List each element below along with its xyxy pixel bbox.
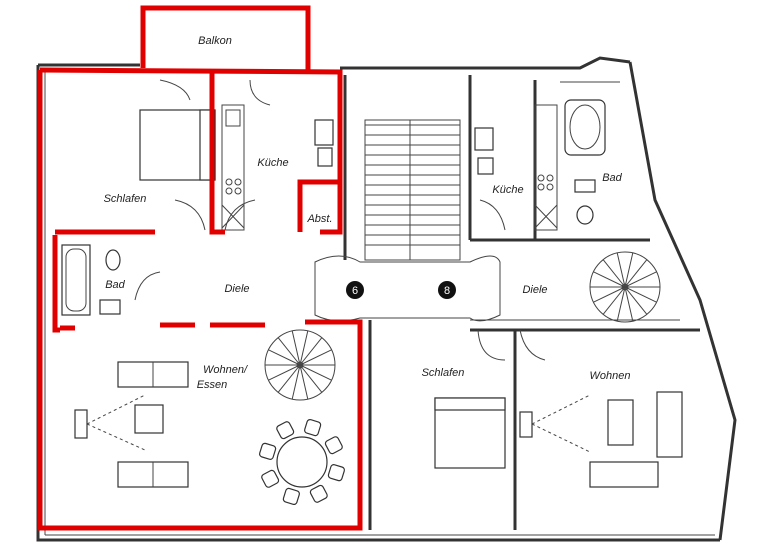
coffee-table-left: [134, 404, 164, 434]
spiral-step: [299, 364, 332, 381]
spiral-stair-right: [589, 251, 661, 323]
bathtub-left: [61, 244, 91, 316]
sofa-right-bottom: [589, 461, 659, 488]
dining-chair: [282, 487, 300, 505]
label-schlafen-left: Schlafen: [104, 193, 147, 205]
spiral-step: [299, 330, 309, 366]
spiral-step: [624, 286, 657, 303]
label-schlafen-right: Schlafen: [422, 367, 465, 379]
spiral-step: [291, 364, 301, 400]
dining-chair: [327, 464, 345, 482]
label-diele-left: Diele: [224, 283, 249, 295]
spiral-step: [624, 259, 648, 288]
spiral-step: [616, 286, 626, 322]
spiral-step: [616, 252, 626, 288]
spiral-step: [299, 364, 323, 393]
sofa-left-bottom: [117, 461, 189, 488]
staircase: [314, 119, 501, 322]
label-bad-left: Bad: [105, 279, 125, 291]
kitchen-counter-left: [221, 104, 245, 231]
marker-6-label: 6: [352, 285, 358, 297]
door-swings: [134, 79, 546, 361]
spiral-step: [299, 364, 309, 400]
spiral-step: [277, 364, 301, 393]
label-balkon: Balkon: [198, 35, 232, 47]
sofa-left-top: [117, 361, 189, 388]
spiral-step: [277, 337, 301, 366]
kitchen-counter-right: [534, 104, 558, 231]
label-bad-right: Bad: [602, 172, 622, 184]
spiral-step: [268, 364, 301, 381]
dining-chair: [324, 436, 343, 455]
label-wohnen-essen-1: Wohnen/: [203, 364, 248, 376]
spiral-step: [602, 259, 626, 288]
spiral-step: [268, 349, 301, 366]
spiral-step: [593, 271, 626, 288]
label-kueche-right: Küche: [492, 184, 523, 196]
spiral-step: [624, 286, 648, 315]
spiral-step: [593, 286, 626, 303]
apartment-highlight: [37, 5, 363, 531]
label-wohnen-right: Wohnen: [590, 370, 631, 382]
label-kueche-left: Küche: [257, 157, 288, 169]
spiral-step: [602, 286, 626, 315]
label-diele-right: Diele: [522, 284, 547, 296]
marker-8-label: 8: [444, 285, 450, 297]
spiral-step: [291, 330, 301, 366]
tv-left: [74, 394, 146, 451]
dining-chair: [261, 469, 280, 488]
sofa-right-side: [656, 391, 683, 458]
dining-chair: [304, 419, 322, 437]
spiral-step: [299, 349, 332, 366]
fridge-right: [474, 127, 494, 175]
toilet-left: [99, 249, 121, 315]
toilet-right: [574, 179, 596, 225]
marker-8: 8: [438, 281, 456, 299]
spiral-step: [624, 271, 657, 288]
tv-right: [519, 394, 591, 453]
fridge-left: [314, 119, 334, 167]
bathtub-right: [564, 99, 606, 156]
spiral-step: [624, 252, 634, 288]
spiral-stair-left: [264, 329, 336, 401]
spiral-step: [299, 337, 323, 366]
dining-chair: [309, 484, 328, 503]
bed-right: [434, 397, 506, 469]
label-abst: Abst.: [306, 213, 332, 225]
spiral-step: [624, 286, 634, 322]
dining-chair: [259, 442, 277, 460]
dining-table: [259, 419, 345, 505]
coffee-table-right: [607, 399, 634, 446]
marker-6: 6: [346, 281, 364, 299]
dining-chair: [276, 421, 295, 440]
bed-left: [139, 109, 216, 181]
label-wohnen-essen-2: Essen: [197, 379, 228, 391]
